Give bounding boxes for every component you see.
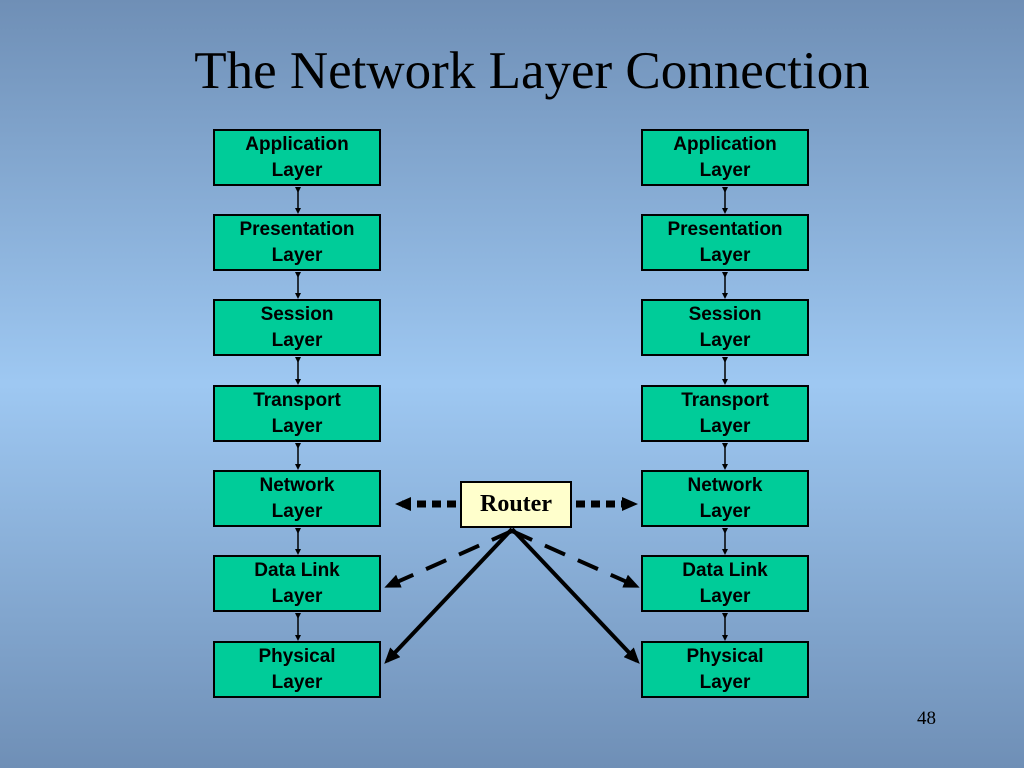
layer-label-line1: Presentation <box>239 218 355 240</box>
layer-label-line1: Presentation <box>667 218 783 240</box>
layer-label-line2: Layer <box>271 671 323 693</box>
slide-title: The Network Layer Connection <box>194 42 870 100</box>
layer-label-line1: Application <box>673 133 777 155</box>
layer-label-line2: Layer <box>271 500 323 522</box>
layer-label-line1: Transport <box>253 389 341 411</box>
layer-label-line1: Network <box>687 474 763 496</box>
layer-label-line2: Layer <box>699 585 751 607</box>
router-label: Router <box>480 491 552 517</box>
layer-label-line1: Network <box>259 474 335 496</box>
router-to-left-datalink-dashed-arrow <box>384 529 513 588</box>
layer-label-line2: Layer <box>699 671 751 693</box>
layer-label-line1: Data Link <box>254 559 340 581</box>
layer-label-line2: Layer <box>271 159 323 181</box>
layer-label-line1: Data Link <box>682 559 768 581</box>
layer-label-line1: Session <box>260 303 334 325</box>
layer-label-line2: Layer <box>699 329 751 351</box>
layer-label-line2: Layer <box>271 415 323 437</box>
page-number: 48 <box>917 708 936 729</box>
layer-label-line1: Transport <box>681 389 769 411</box>
layer-label-line2: Layer <box>271 244 323 266</box>
layer-label-line1: Session <box>688 303 762 325</box>
router-box: Router <box>460 481 572 528</box>
layer-label-line2: Layer <box>699 244 751 266</box>
router-to-right-datalink-dashed-arrow <box>511 529 640 588</box>
layer-label-line2: Layer <box>699 500 751 522</box>
router-to-left-physical-arrow <box>384 527 514 664</box>
layer-label-line1: Physical <box>258 645 336 667</box>
router-to-right-physical-arrow <box>510 527 640 664</box>
layer-label-line2: Layer <box>271 585 323 607</box>
layer-label-line1: Application <box>245 133 349 155</box>
layer-label-line2: Layer <box>271 329 323 351</box>
layer-label-line2: Layer <box>699 415 751 437</box>
layer-label-line1: Physical <box>686 645 764 667</box>
layer-label-line2: Layer <box>699 159 751 181</box>
